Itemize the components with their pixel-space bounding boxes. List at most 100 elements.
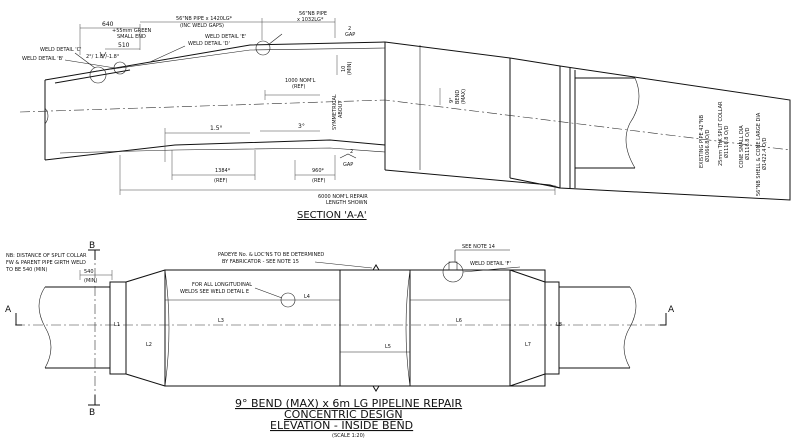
label-length-shown: LENGTH SHOWN xyxy=(326,200,368,206)
note-see-14: SEE NOTE 14 xyxy=(462,244,495,250)
padeye-top xyxy=(372,264,380,271)
weld-circle-f xyxy=(442,261,464,283)
label-existing-pipe: EXISTING PIPE 42"NB xyxy=(699,114,705,168)
label-min-top: (MIN) xyxy=(347,62,353,75)
cut-arrow-b-bottom xyxy=(88,395,100,406)
elev-collar-left xyxy=(109,281,127,375)
label-l6: L6 xyxy=(456,318,462,324)
cut-arrow-a-left xyxy=(15,313,22,326)
label-ref-3: (REF) xyxy=(312,178,325,184)
label-max: (MAX) xyxy=(461,89,467,104)
leader-note-14 xyxy=(454,249,510,262)
weld-mark-c xyxy=(99,51,107,59)
section-marker-b-top: B xyxy=(89,241,95,251)
label-nom-1000: 1000 NOM'L xyxy=(285,78,316,84)
pipe-left-top-edge xyxy=(44,41,386,81)
note-nb-3: TO BE 540 (MIN) xyxy=(5,267,47,273)
section-title: SECTION 'A-A' xyxy=(297,210,367,221)
label-symmetrical: SYMMETRICAL xyxy=(332,94,338,130)
label-shell-large-od: Ø1422.4 O/D xyxy=(761,137,768,170)
dim-1384-line xyxy=(171,150,256,180)
section-a-a-view: WELD DETAIL 'C' WELD DETAIL 'B' 640 +55m… xyxy=(19,11,791,221)
label-bend: 9° xyxy=(449,97,455,103)
label-l7: L7 xyxy=(525,342,531,348)
label-l5: L5 xyxy=(385,344,391,350)
label-l1: L1 xyxy=(114,322,120,328)
leader-weld-f xyxy=(462,266,521,273)
label-small-end: SMALL END xyxy=(117,34,146,40)
label-l2: L2 xyxy=(146,342,152,348)
dim-540-line xyxy=(79,270,113,280)
weld-f-pad xyxy=(448,261,458,271)
elev-shell-curve-2 xyxy=(405,269,411,387)
dim-15-line xyxy=(164,128,250,162)
cone-bottom xyxy=(509,177,561,189)
label-l4: L4 xyxy=(304,294,310,300)
cut-arrow-a-right xyxy=(660,313,667,326)
elev-cone-right xyxy=(509,269,546,387)
cone-top xyxy=(509,57,561,67)
weld-circle-e xyxy=(255,40,271,56)
pipe-right-top xyxy=(384,41,511,59)
section-marker-a-right: A xyxy=(668,305,675,315)
label-dim-960: 960* xyxy=(312,168,325,174)
label-pipe-top-note: (INC WELD GAPS) xyxy=(180,23,224,29)
label-dim-1384: 1384* xyxy=(215,168,231,174)
section-marker-a-left: A xyxy=(5,305,12,315)
leader-d xyxy=(149,45,186,63)
pipe-left-break xyxy=(44,107,49,125)
pipe-left-inner-top xyxy=(54,69,131,84)
label-dim-540: 540 xyxy=(84,269,94,275)
label-gap-top: 2 xyxy=(348,26,351,32)
leader-c xyxy=(74,52,96,69)
label-ref-1: (REF) xyxy=(292,84,305,90)
label-pipe-right-len: x 1032LG* xyxy=(297,17,324,23)
label-bend-word: BEND xyxy=(455,90,461,104)
weld-circle-long xyxy=(280,292,296,308)
leader-padeye xyxy=(314,261,373,269)
pipe-left-bottom-edge xyxy=(44,139,386,161)
shell-bottom-line xyxy=(59,147,386,154)
title-block: 9° BEND (MAX) x 6m LG PIPELINE REPAIR CO… xyxy=(235,397,462,439)
title-scale: (SCALE 1:20) xyxy=(332,433,365,439)
label-existing-od: Ø1066.8 O/D xyxy=(704,129,711,162)
dim-1000-line xyxy=(264,90,320,100)
elevation-view: NB: DISTANCE OF SPLIT COLLAR FW & PARENT… xyxy=(5,241,675,418)
note-longitudinal-1: FOR ALL LONGITUDINAL xyxy=(192,282,252,288)
note-longitudinal-2: WELDS SEE WELD DETAIL E xyxy=(180,289,249,295)
leader-b xyxy=(64,59,116,69)
pipe-right-bottom xyxy=(384,169,561,189)
collar-box xyxy=(559,65,791,201)
dim-pipe-top-line xyxy=(140,18,263,40)
elev-shell-curve-1 xyxy=(164,269,170,387)
weld-circle-c xyxy=(89,66,107,84)
label-split-collar: 25mm THK SPLIT COLLAR xyxy=(718,101,724,166)
title-line-2: CONCENTRIC DESIGN xyxy=(284,408,403,421)
label-dim-640: 640 xyxy=(102,21,114,28)
label-l3: L3 xyxy=(218,318,224,324)
existing-pipe-break xyxy=(625,77,640,169)
note-weld-f: WELD DETAIL 'F' xyxy=(470,261,511,267)
label-dim-510: 510 xyxy=(118,42,130,49)
label-l8: L8 xyxy=(556,322,562,328)
label-weld-b: WELD DETAIL 'B' xyxy=(22,56,63,62)
label-gap-bottom-word: GAP xyxy=(343,162,353,168)
elev-collar-right xyxy=(544,281,560,375)
label-about: ABOUT xyxy=(338,100,344,118)
label-weld-d: WELD DETAIL 'D' xyxy=(188,41,230,47)
shell-top-line xyxy=(89,47,386,73)
note-padeye-2: BY FABRICATOR - SEE NOTE 15 xyxy=(222,259,299,265)
section-centre-line xyxy=(19,99,791,151)
label-split-od: Ø1116.8 O/D xyxy=(723,125,730,158)
label-dim-3: 3° xyxy=(298,123,305,130)
dim-960-line xyxy=(294,155,336,180)
label-cone-small: CONE SMALL DIA xyxy=(739,125,745,168)
label-dim-10: 10 xyxy=(341,66,347,72)
label-shell-large: 56"NB SHELL & CONE LARGE DIA xyxy=(756,112,762,196)
label-repair-len: 6000 NOM'L REPAIR xyxy=(318,194,368,200)
label-weld-c: WELD DETAIL 'C' xyxy=(40,47,82,53)
elev-left-pipe-break xyxy=(38,286,52,369)
elev-cone-left xyxy=(125,269,166,387)
label-gap-top-word: GAP xyxy=(345,32,355,38)
